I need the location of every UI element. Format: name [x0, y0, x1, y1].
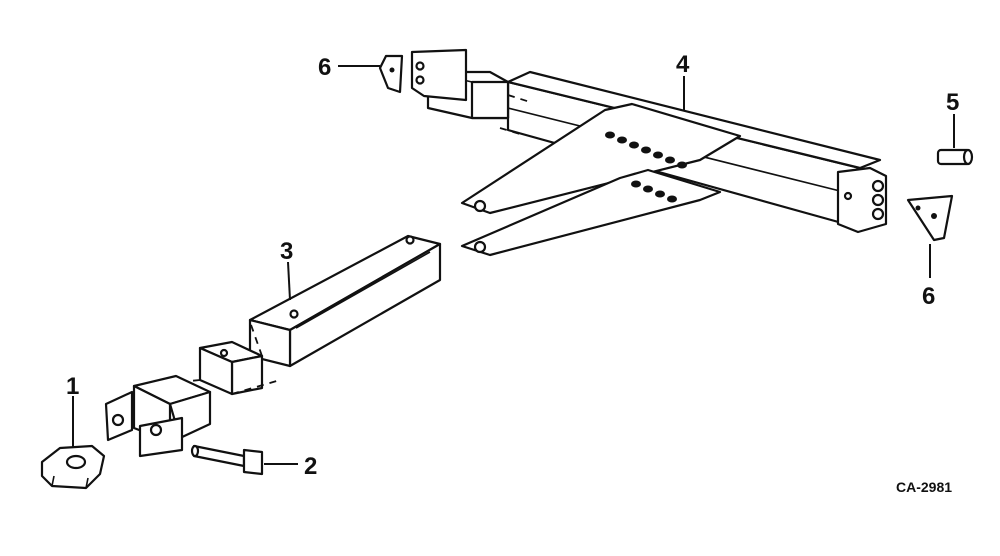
part-3-extension-tube	[248, 234, 442, 368]
upper-plate-holes	[605, 131, 687, 169]
callout-4: 4	[676, 51, 690, 78]
hitch-clevis	[104, 374, 212, 458]
lower-brace-plate	[460, 168, 722, 257]
part-5-pin	[936, 148, 974, 166]
part-2-bolt	[190, 444, 264, 476]
part-6-bracket-left	[378, 54, 404, 94]
callout-5: 5	[946, 89, 959, 116]
leader-lines	[72, 65, 955, 465]
lower-plate-holes	[631, 180, 677, 203]
callout-6-right: 6	[922, 283, 935, 310]
callout-3: 3	[280, 238, 293, 265]
callout-2: 2	[304, 453, 317, 480]
callout-labels: 1 2 3 4 5 6 6	[66, 51, 959, 480]
leader-3	[287, 261, 291, 301]
upper-brace-plate	[460, 102, 742, 215]
callout-6-top: 6	[318, 54, 331, 81]
callout-1: 1	[66, 373, 79, 400]
hitch-insert-block	[159, 321, 281, 396]
part-6-bracket-right	[906, 194, 954, 242]
drawing-code: CA-2981	[896, 479, 952, 495]
frame-left-flange	[410, 48, 468, 102]
part-1-clevis-eye	[40, 444, 106, 490]
part-4-frame	[410, 48, 888, 257]
